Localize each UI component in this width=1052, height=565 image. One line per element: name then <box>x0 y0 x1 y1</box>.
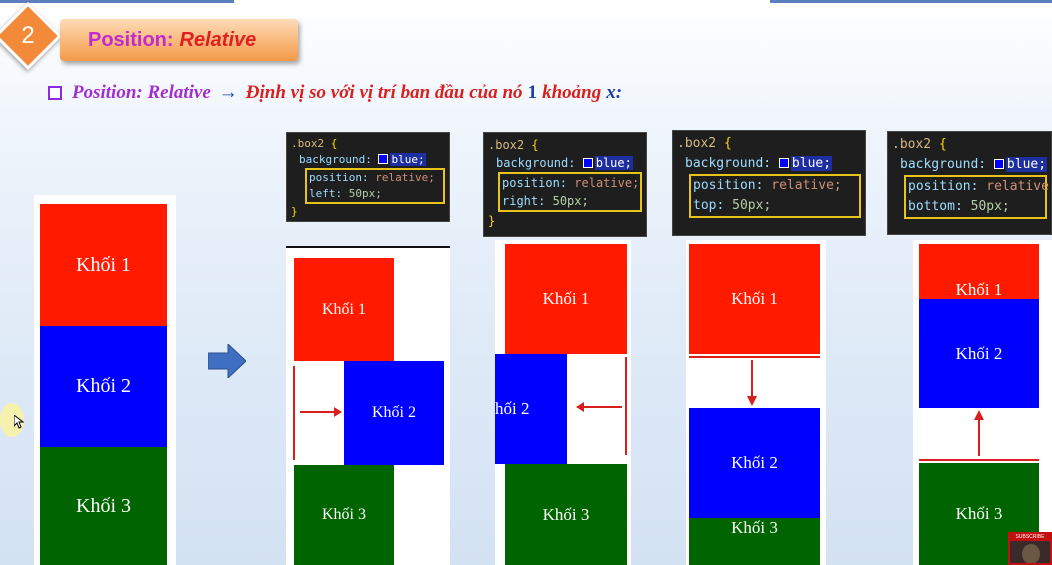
subtitle-x: x: <box>606 82 623 103</box>
color-swatch-icon <box>378 154 389 164</box>
panel3-guide-line <box>689 356 820 358</box>
section-number: 2 <box>21 22 35 49</box>
panel2-box-3: Khối 3 <box>505 464 627 565</box>
panel2-box-1: Khối 1 <box>505 244 627 354</box>
panel1-guide-line <box>293 366 295 460</box>
code-panel-bottom: .box2 { background: blue; position: rela… <box>887 131 1052 235</box>
panel3-box-2: Khối 2 <box>689 408 820 518</box>
panel1-rule <box>286 246 450 248</box>
panel1-box-3: Khối 3 <box>294 465 394 565</box>
title-part-a: Position: <box>88 28 174 51</box>
code-panel-left: .box2 { background: blue; position: rela… <box>286 132 450 222</box>
title-part-b: Relative <box>179 28 257 51</box>
subtitle-num: 1 <box>527 82 538 103</box>
right-arrow-icon: → <box>218 82 238 103</box>
panel4-box-1: Khối 1 <box>919 244 1039 300</box>
checkbox-bullet-icon <box>48 86 62 100</box>
section-title: Position: Relative <box>60 19 298 61</box>
panel1-box-2: Khối 2 <box>344 361 444 465</box>
big-right-arrow-icon <box>208 344 246 378</box>
panel3-down-arrow-icon <box>747 360 757 406</box>
avatar-face-icon <box>1022 544 1040 563</box>
panel2-left-arrow-icon <box>576 402 622 412</box>
panel3-box-1: Khối 1 <box>689 244 820 354</box>
panel1-box-1: Khối 1 <box>294 258 394 361</box>
color-swatch-icon <box>778 158 789 168</box>
panel4-guide-line <box>919 459 1039 461</box>
mouse-cursor-icon <box>14 415 24 429</box>
box-2: Khối 2 <box>40 326 167 447</box>
panel2-box-2: hối 2 <box>495 354 567 464</box>
panel4-up-arrow-icon <box>974 410 984 456</box>
panel2-guide-line <box>625 357 627 455</box>
color-swatch-icon <box>993 159 1004 169</box>
panel3-box-3: Khối 3 <box>689 518 820 565</box>
channel-avatar[interactable]: SUBSCRIBE <box>1008 532 1052 565</box>
box-1: Khối 1 <box>40 204 167 326</box>
code-panel-right: .box2 { background: blue; position: rela… <box>483 132 647 237</box>
subtitle-unit: khoảng <box>542 82 602 103</box>
top-rule-right <box>770 0 1052 3</box>
subscribe-label: SUBSCRIBE <box>1010 534 1050 541</box>
subtitle-desc: Định vị so với vị trí ban đầu của nó <box>245 82 523 103</box>
box-3: Khối 3 <box>40 447 167 565</box>
subtitle-term: Position: Relative <box>72 82 211 103</box>
color-swatch-icon <box>582 158 593 168</box>
subtitle-line: Position: Relative → Định vị so với vị t… <box>48 80 622 106</box>
code-panel-top: .box2 { background: blue; position: rela… <box>672 130 866 236</box>
panel4-box-3: Khối 3 <box>919 463 1039 565</box>
panel4-box-2: Khối 2 <box>919 299 1039 408</box>
panel1-right-arrow-icon <box>300 407 342 417</box>
top-rule-left <box>0 0 234 3</box>
